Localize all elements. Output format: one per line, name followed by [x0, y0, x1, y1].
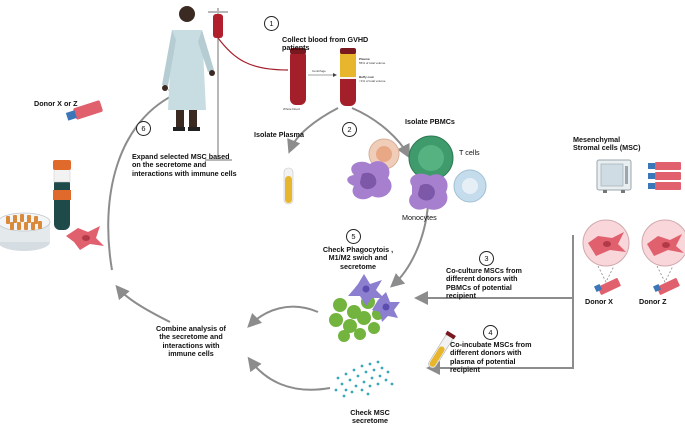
step-2-badge: 2 [342, 122, 357, 137]
collection-tube [53, 160, 71, 230]
plasma-volume-label: 55% of total volume [359, 61, 386, 65]
expand-msc-label: Expand selected MSC based on the secreto… [132, 152, 237, 178]
secretome-dots [334, 360, 394, 398]
msc-title: Mesenchymal Stromal cells (MSC) [573, 135, 641, 153]
culture-flasks [648, 162, 681, 190]
isolate-pbmcs-label: Isolate PBMCs [405, 117, 455, 126]
blood-tube-separated [340, 48, 356, 106]
whole-blood-label: Whole blood [283, 107, 300, 111]
blood-tube-whole [290, 48, 306, 105]
step-5-badge: 5 [346, 229, 361, 244]
arrow-cycle-up [107, 89, 184, 271]
patient-illustration [162, 6, 289, 161]
arrow-cells-to-combine [247, 305, 319, 328]
incubator [596, 159, 632, 193]
donor-x-or-z-label: Donor X or Z [34, 99, 78, 108]
check-msc-secretome-label: Check MSC secretome [350, 408, 390, 426]
arrow-to-plasma [287, 107, 339, 154]
collect-blood-label: Collect blood from GVHD patients [282, 35, 369, 53]
plasma-tube-label: Plasma [359, 57, 370, 61]
arrow-donors-to-plasma [426, 298, 574, 375]
step-6-badge: 6 [136, 121, 151, 136]
buffy-volume-label: <1% of total volume [359, 79, 386, 83]
check-phagocytosis-label: Check Phagocytois , M1/M2 swich and secr… [322, 245, 394, 271]
coculture-label: Co-culture MSCs from different donors wi… [446, 266, 522, 301]
buffy-coat-label: Buffy coat [359, 75, 374, 79]
donor-flask [65, 100, 103, 121]
arrow-secretome-to-combine [247, 356, 331, 391]
step-1-badge: 1 [264, 16, 279, 31]
donor-z-culture [641, 219, 685, 295]
arrow-to-pbmcs [351, 107, 410, 159]
plasma-tube [283, 167, 294, 205]
combine-analysis-label: Combine analysis of the secretome and in… [156, 324, 226, 359]
pbmc-cells [347, 135, 487, 210]
arrow-pbmcs-to-coculture [390, 204, 429, 288]
cell-plate [0, 212, 51, 251]
isolate-plasma-label: Isolate Plasma [254, 130, 304, 139]
step-4-badge: 4 [483, 325, 498, 340]
donor-x-label: Donor X [585, 297, 613, 306]
donor-z-label: Donor Z [639, 297, 667, 306]
donor-x-culture [582, 219, 630, 295]
plasma-incubation-tube [428, 330, 456, 369]
msc-cell-left [66, 226, 104, 250]
coincubate-label: Co-incubate MSCs from different donors w… [450, 340, 532, 375]
monocytes-label: Monocytes [402, 213, 437, 222]
t-cells-label: T cells [459, 148, 480, 157]
arrow-combine-to-start [115, 284, 171, 323]
coculture-cells [329, 274, 400, 342]
centrifuge-label: Centrifuge [312, 69, 326, 73]
step-3-badge: 3 [479, 251, 494, 266]
flow-arrows [107, 89, 574, 391]
